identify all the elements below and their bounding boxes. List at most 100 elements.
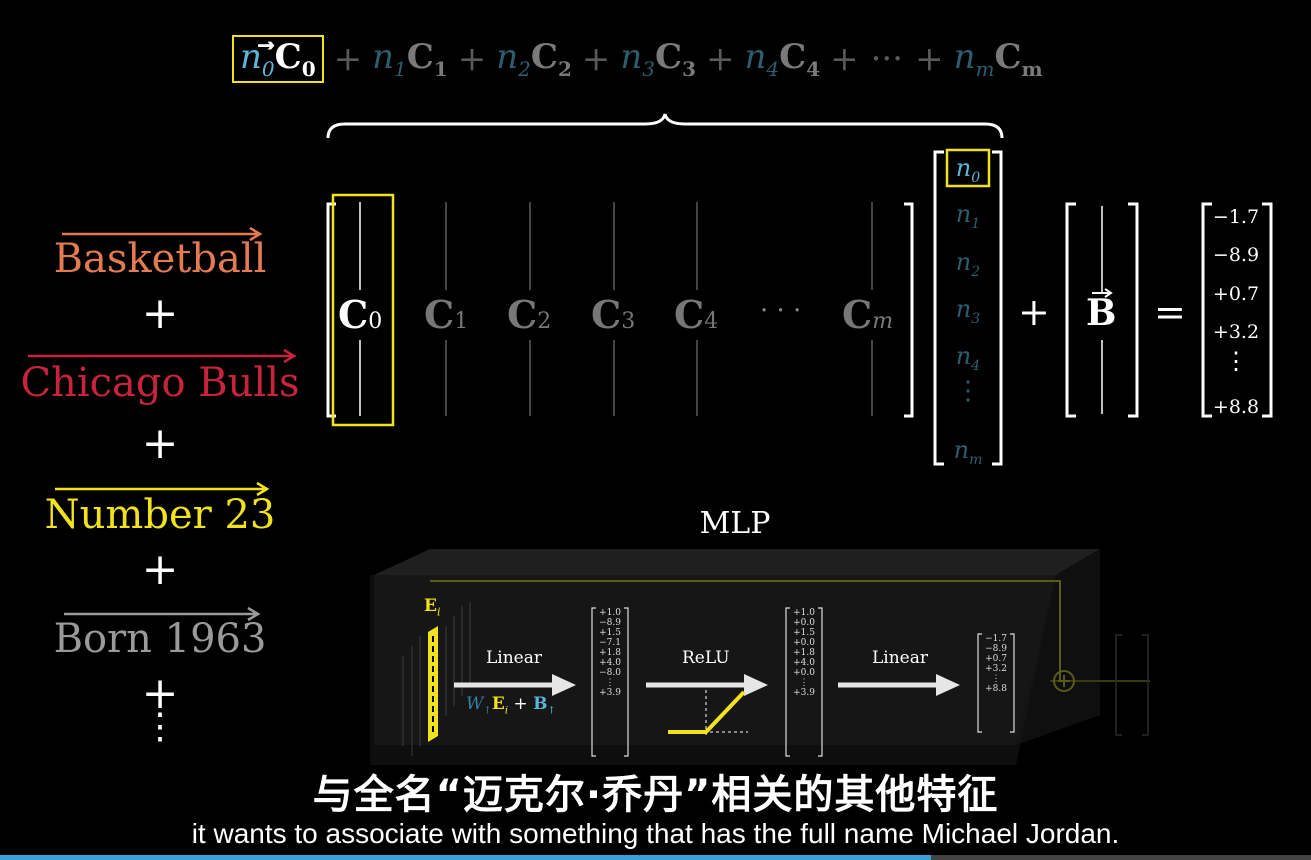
vec-value: +3.9 — [793, 688, 815, 698]
hidden-vector-2: +1.0 +0.0 +1.5 +0.0 +1.8 +4.0 +0.0 ⋮ +3.… — [789, 608, 819, 698]
input-embeddings — [402, 602, 471, 756]
relu-graph — [668, 690, 748, 738]
plus-sign: + — [141, 668, 179, 719]
output-value: +3.2 — [1212, 321, 1260, 343]
vec-value: +0.7 — [985, 654, 1007, 664]
feature-arrows — [28, 226, 297, 622]
feature-basketball: Basketball — [53, 236, 267, 282]
vertical-ellipsis: ⋮ — [142, 706, 178, 747]
col-c2: C2 — [530, 37, 572, 81]
output-vector-frame — [1201, 202, 1273, 418]
coef-n3: n3 — [620, 37, 656, 81]
subtitle-chinese: 与全名“迈克尔·乔丹”相关的其他特征 — [312, 772, 999, 818]
subtitle-english: it wants to associate with something tha… — [191, 818, 1120, 849]
coef-nm: nm — [953, 37, 995, 81]
arrow-icon — [838, 674, 960, 696]
vector-arrow-icon — [1092, 288, 1113, 298]
vec-value: +1.0 — [599, 608, 621, 618]
progress-fill — [0, 855, 931, 860]
coef-n2: n2 — [496, 37, 531, 81]
arrow-icon — [646, 674, 768, 696]
vec-value: −7.1 — [599, 638, 621, 648]
vec-value: −8.0 — [599, 668, 621, 678]
col-c3: C3 — [655, 37, 696, 81]
progress-track[interactable] — [0, 855, 1311, 860]
equals-sign: = — [1154, 290, 1186, 334]
output-value: +0.7 — [1212, 283, 1260, 305]
vec-value: +1.5 — [599, 628, 621, 638]
coef-n2: n2 — [955, 248, 981, 280]
vec-value: +0.0 — [793, 618, 815, 628]
coef-n3: n3 — [955, 295, 981, 327]
vec-value: ⋮ — [605, 678, 615, 688]
ellipsis: ··· — [870, 39, 904, 79]
plus-sign: + — [1018, 290, 1050, 334]
coef-n1: n1 — [955, 200, 981, 232]
vec-value: +0.0 — [793, 638, 815, 648]
vec-value: ⋮ — [991, 674, 1001, 684]
plus-sign: + — [141, 288, 179, 339]
vec-value: +1.0 — [793, 608, 815, 618]
bias-vector-frame — [1065, 202, 1139, 418]
mlp-title: MLP — [699, 506, 771, 541]
vec-value: −8.9 — [599, 618, 621, 628]
output-value: +8.8 — [1212, 396, 1260, 418]
vec-value: +1.8 — [793, 648, 815, 658]
vector-brackets — [591, 607, 629, 757]
vec-value: +1.5 — [793, 628, 815, 638]
linear-formula: W↑Ei + B↑ — [466, 694, 556, 717]
linear-label-1: Linear — [486, 648, 542, 668]
coef-n0: n0 — [240, 37, 275, 81]
vector-brackets — [785, 607, 823, 757]
plus-sign: + — [915, 39, 944, 79]
output-value: −8.9 — [1212, 244, 1260, 266]
term-2: n2 C2 — [496, 37, 572, 81]
output-vector-small: −1.7 −8.9 +0.7 +3.2 ⋮ +8.8 — [981, 634, 1011, 694]
col-c1: C1 — [406, 37, 448, 81]
relu-label: ReLU — [682, 648, 730, 668]
col-c4: C4 — [779, 37, 821, 81]
plus-sign: + — [457, 39, 487, 79]
plus-sign: + — [706, 39, 735, 79]
input-label: Ei — [424, 596, 441, 619]
coef-n4: n4 — [955, 342, 981, 374]
top-equation: n0 ⃗C0 + n1 C1 + n2 C2 + n3 C3 + n4 C4 +… — [232, 30, 1047, 88]
coef-n1: n1 — [372, 37, 407, 81]
linear-label-2: Linear — [872, 648, 928, 668]
coef-nm: nm — [953, 436, 983, 468]
feature-chicago-bulls: Chicago Bulls — [20, 360, 300, 406]
vec-value: ⋮ — [799, 678, 809, 688]
output-vdots: ⋮ — [1224, 347, 1248, 375]
plus-sign: + — [141, 544, 179, 595]
term-0-highlighted: n0 ⃗C0 — [232, 35, 324, 83]
vec-value: +4.0 — [793, 658, 815, 668]
col-cm: Cm — [994, 37, 1043, 81]
feature-born-1963: Born 1963 — [53, 616, 267, 662]
coef-vdots: ⋮ — [955, 376, 981, 406]
plus-sign: + — [581, 39, 611, 79]
vec-value: −8.9 — [985, 644, 1007, 654]
plus-sign: + — [141, 418, 179, 469]
coef-vector-frame — [933, 148, 1003, 466]
vector-brackets — [977, 633, 1015, 733]
matrix-frame — [326, 193, 914, 427]
hidden-vector-1: +1.0 −8.9 +1.5 −7.1 +1.8 +4.0 −8.0 ⋮ +3.… — [595, 608, 625, 698]
term-4: n4 C4 — [745, 37, 821, 81]
term-1: n1 C1 — [372, 37, 448, 81]
coef-n4: n4 — [744, 37, 780, 81]
arrow-icon — [454, 674, 576, 696]
bias-b: B — [1086, 292, 1117, 334]
term-3: n3 C3 — [620, 37, 696, 81]
plus-sign: + — [333, 39, 363, 79]
vec-value: +8.8 — [985, 684, 1007, 694]
vec-value: −1.7 — [985, 634, 1007, 644]
curly-brace — [326, 113, 1004, 139]
col-c0: ⃗C0 — [274, 37, 316, 81]
vec-value: +4.0 — [599, 658, 621, 668]
